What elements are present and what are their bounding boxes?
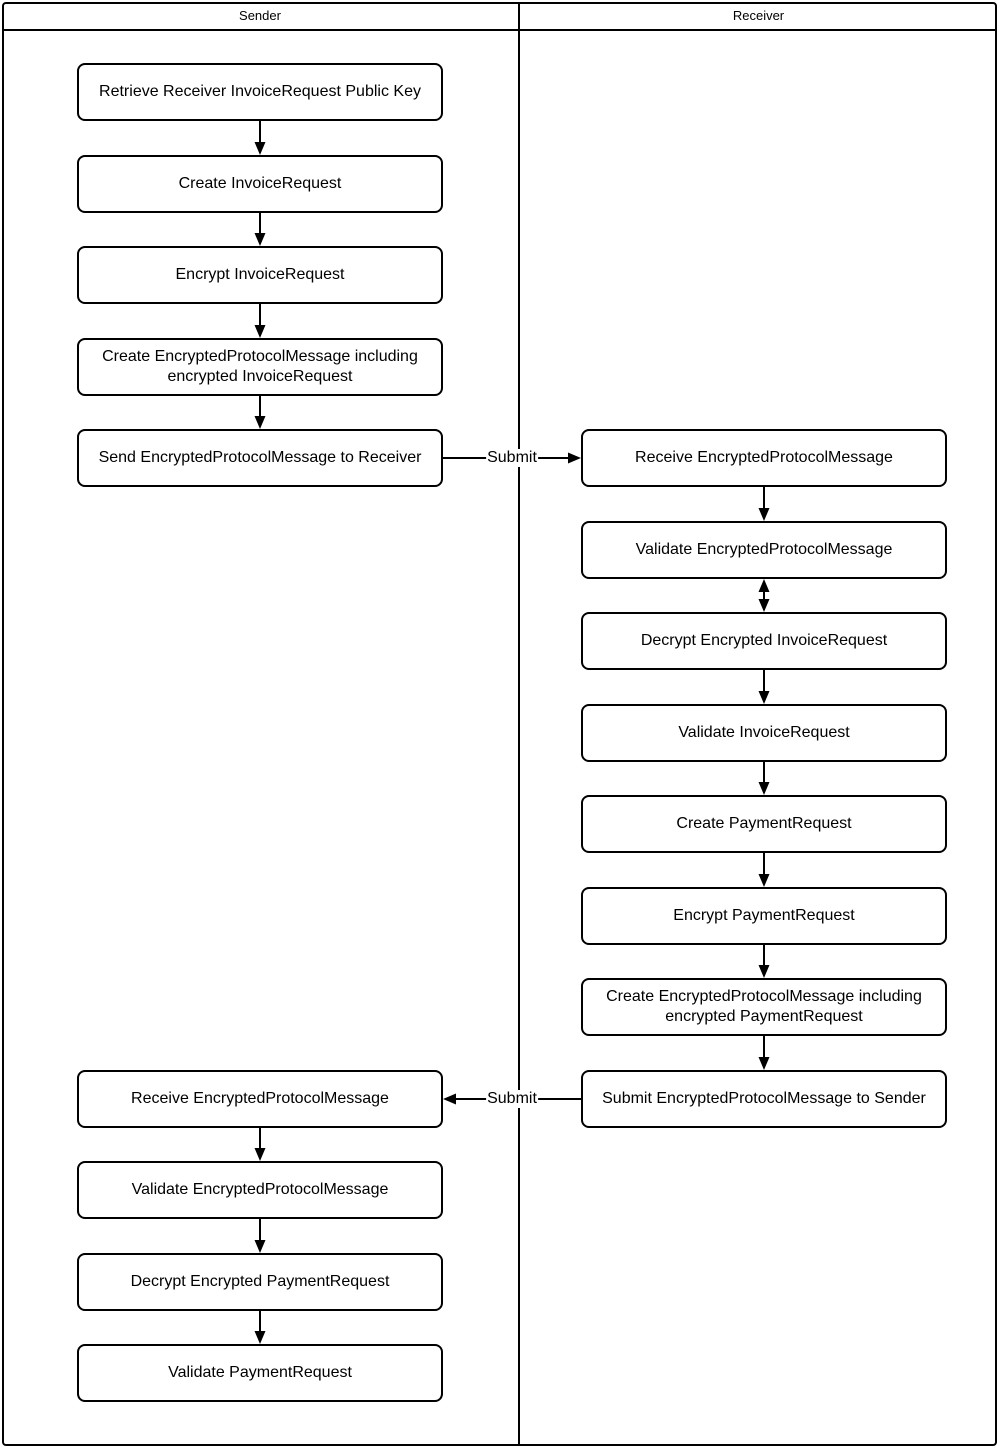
flow-node-s4: Create EncryptedProtocolMessage includin… (77, 338, 443, 396)
flow-node-label: Create EncryptedProtocolMessage includin… (102, 348, 418, 385)
lane-header-separator (2, 29, 997, 31)
flow-node-s5: Send EncryptedProtocolMessage to Receive… (77, 429, 443, 487)
lane-title-receiver: Receiver (732, 8, 785, 23)
flow-node-label: Send EncryptedProtocolMessage to Receive… (98, 449, 422, 466)
flow-node-r3: Decrypt Encrypted InvoiceRequest (581, 612, 947, 670)
flow-node-label: Encrypt PaymentRequest (673, 907, 855, 924)
flow-node-label: Create EncryptedProtocolMessage includin… (606, 988, 922, 1025)
flow-node-s2: Create InvoiceRequest (77, 155, 443, 213)
flow-node-r6: Encrypt PaymentRequest (581, 887, 947, 945)
flow-node-r1: Receive EncryptedProtocolMessage (581, 429, 947, 487)
flow-node-label: Receive EncryptedProtocolMessage (635, 449, 893, 466)
flow-node-label: Validate InvoiceRequest (678, 724, 850, 741)
flow-node-label: Decrypt Encrypted InvoiceRequest (640, 632, 888, 649)
flow-node-r8: Submit EncryptedProtocolMessage to Sende… (581, 1070, 947, 1128)
edge-label-submit: Submit (486, 1090, 538, 1108)
flow-node-r7: Create EncryptedProtocolMessage includin… (581, 978, 947, 1036)
flow-node-r2: Validate EncryptedProtocolMessage (581, 521, 947, 579)
flow-node-s6: Receive EncryptedProtocolMessage (77, 1070, 443, 1128)
flow-node-label: Encrypt InvoiceRequest (175, 266, 345, 283)
flow-node-s3: Encrypt InvoiceRequest (77, 246, 443, 304)
flow-node-label: Validate EncryptedProtocolMessage (131, 1181, 389, 1198)
edge-label-submit: Submit (486, 449, 538, 467)
lane-header-sender: Sender (2, 2, 518, 29)
flow-node-label: Validate PaymentRequest (168, 1364, 352, 1381)
flow-node-label: Create InvoiceRequest (178, 175, 342, 192)
flow-node-label: Retrieve Receiver InvoiceRequest Public … (99, 83, 421, 100)
flow-node-label: Decrypt Encrypted PaymentRequest (130, 1273, 390, 1290)
flow-node-r4: Validate InvoiceRequest (581, 704, 947, 762)
flow-node-label: Validate EncryptedProtocolMessage (635, 541, 893, 558)
flow-node-label: Submit EncryptedProtocolMessage to Sende… (602, 1090, 926, 1107)
lane-divider (518, 2, 520, 1446)
flow-node-s9: Validate PaymentRequest (77, 1344, 443, 1402)
lane-header-receiver: Receiver (520, 2, 997, 29)
flow-node-r5: Create PaymentRequest (581, 795, 947, 853)
lane-title-sender: Sender (239, 8, 281, 23)
flow-node-s7: Validate EncryptedProtocolMessage (77, 1161, 443, 1219)
flow-node-label: Create PaymentRequest (676, 815, 852, 832)
flow-node-s8: Decrypt Encrypted PaymentRequest (77, 1253, 443, 1311)
flow-node-s1: Retrieve Receiver InvoiceRequest Public … (77, 63, 443, 121)
flow-node-label: Receive EncryptedProtocolMessage (131, 1090, 389, 1107)
